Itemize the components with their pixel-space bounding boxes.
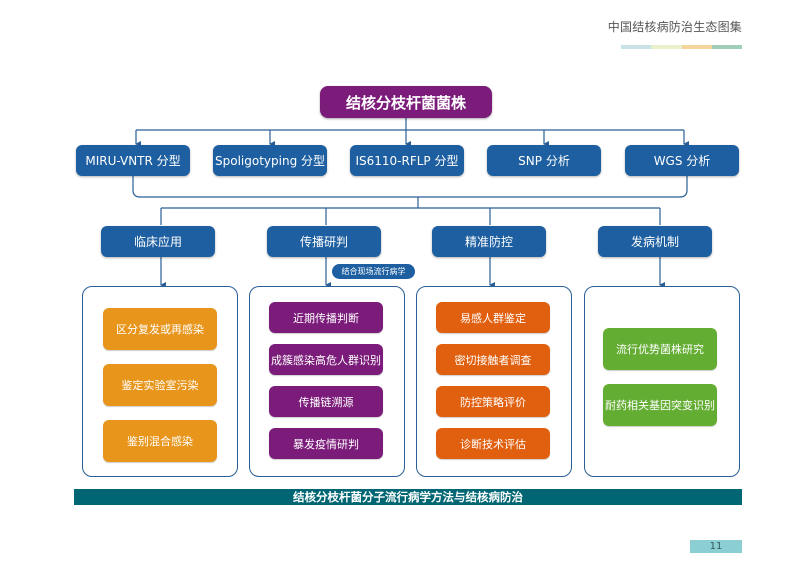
- transmission-item: 暴发疫情研判: [269, 428, 383, 459]
- method-wgs: WGS 分析: [625, 145, 739, 176]
- prevention-item: 易感人群鉴定: [436, 302, 550, 333]
- app-clinical: 临床应用: [101, 226, 215, 257]
- pathogenesis-item: 耐药相关基因突变识别: [603, 384, 717, 426]
- method-is6110-rflp: IS6110-RFLP 分型: [350, 145, 464, 176]
- color-bar-segment: [651, 45, 682, 49]
- atlas-title: 中国结核病防治生态图集: [607, 20, 742, 34]
- transmission-item: 成簇感染高危人群识别: [269, 344, 383, 375]
- container-pathogenesis: [584, 286, 740, 477]
- method-snp: SNP 分析: [487, 145, 601, 176]
- connector-methods-merge: [132, 176, 688, 198]
- clinical-item: 鉴别混合感染: [103, 420, 217, 462]
- color-bar-segment: [681, 45, 712, 49]
- clinical-item: 区分复发或再感染: [103, 308, 217, 350]
- prevention-item: 诊断技术评估: [436, 428, 550, 459]
- method-spoligotyping: Spoligotyping 分型: [213, 145, 327, 176]
- section-caption-band: 结核分枝杆菌分子流行病学方法与结核病防治: [74, 489, 742, 505]
- app-pathogenesis: 发病机制: [598, 226, 712, 257]
- method-miru-vntr: MIRU-VNTR 分型: [76, 145, 190, 176]
- prevention-item: 密切接触者调查: [436, 344, 550, 375]
- color-bar-segment: [711, 45, 742, 49]
- pathogenesis-item: 流行优势菌株研究: [603, 328, 717, 370]
- color-bar-segment: [621, 45, 652, 49]
- field-epidemiology-badge: 结合现场流行病学: [332, 264, 415, 279]
- clinical-item: 鉴定实验室污染: [103, 364, 217, 406]
- app-prevention: 精准防控: [432, 226, 546, 257]
- transmission-item: 近期传播判断: [269, 302, 383, 333]
- prevention-item: 防控策略评价: [436, 386, 550, 417]
- app-transmission: 传播研判: [267, 226, 381, 257]
- page-number: 11: [690, 540, 742, 553]
- header-color-bar: [621, 45, 742, 49]
- transmission-item: 传播链溯源: [269, 386, 383, 417]
- root-node-strain: 结核分枝杆菌菌株: [320, 86, 492, 118]
